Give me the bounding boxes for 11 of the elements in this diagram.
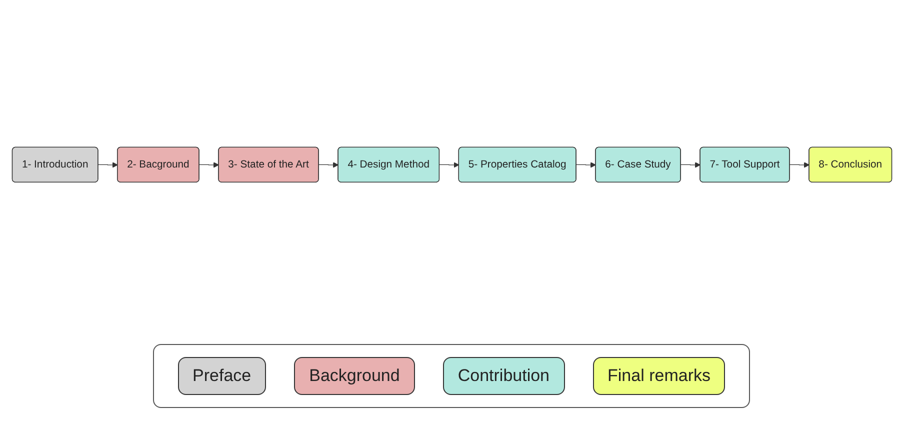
legend-swatch: Contribution: [442, 357, 565, 395]
arrow: [680, 162, 700, 168]
legend-swatch: Final remarks: [592, 357, 726, 395]
legend-swatch: Background: [294, 357, 415, 395]
arrow: [198, 162, 219, 168]
arrow: [576, 162, 596, 168]
arrow: [438, 162, 459, 168]
arrow: [789, 162, 810, 168]
arrow: [318, 162, 338, 168]
arrow: [97, 162, 118, 168]
legend-swatch: Preface: [178, 357, 266, 395]
